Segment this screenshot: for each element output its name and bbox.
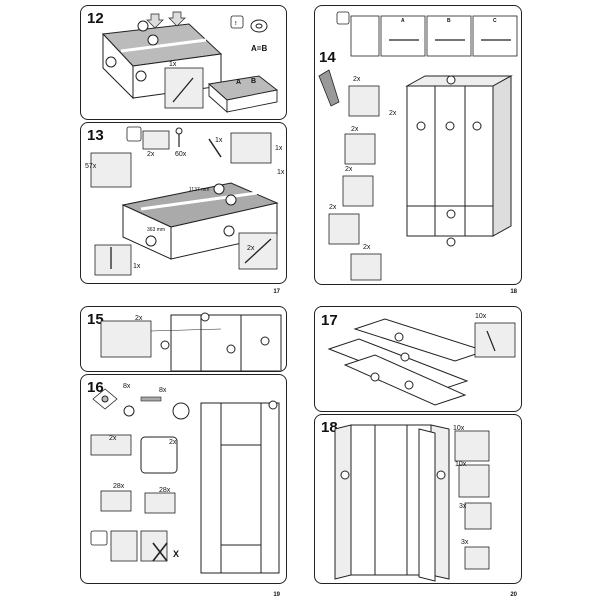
dimension-label: 1137 mm (189, 187, 210, 193)
qty-label: 1x (275, 145, 283, 152)
step-18-illustration (334, 424, 492, 582)
qty-label: 3x (461, 539, 469, 546)
step-16-illustration (90, 388, 280, 574)
qty-label: 57x (85, 163, 97, 170)
step-13-panel: 13 2x 57x 60x 1x 1x 1x (80, 122, 287, 284)
step-number: 13 (87, 127, 104, 144)
point-label-b: B (251, 78, 257, 85)
manual-page-20: 17 10x 18 1 (312, 302, 525, 600)
qty-label: 60x (175, 151, 187, 158)
wrong-mark-label: X (173, 549, 180, 559)
qty-label: 1x (215, 137, 223, 144)
qty-label: 28x (113, 483, 125, 490)
qty-label: 2x (329, 204, 337, 211)
step-number: 17 (321, 312, 338, 329)
qty-label: 2x (363, 244, 371, 251)
qty-label: 1x (133, 263, 141, 270)
step-number: 16 (87, 379, 104, 396)
svg-text:!: ! (235, 21, 237, 27)
qty-label: 1x (169, 61, 177, 68)
qty-label: 2x (109, 435, 117, 442)
step-16-panel: 16 8x 8x 2x 2x 2 (80, 374, 287, 584)
step-15-illustration (100, 312, 282, 371)
manual-page-18: 14 (312, 0, 525, 297)
dimension-label: 363 mm (147, 227, 166, 233)
qty-label: 1x (277, 169, 285, 176)
qty-label: 10x (455, 461, 467, 468)
qty-label: 2x (345, 166, 353, 173)
step-14-illustration (318, 11, 518, 281)
qty-label: 8x (123, 383, 131, 390)
page-number: 20 (510, 592, 517, 598)
step-14-panel: 14 (314, 5, 522, 285)
qty-label: 2x (135, 315, 143, 322)
step-17-illustration (327, 318, 516, 406)
step-13-illustration (90, 126, 279, 276)
step-12-panel: 12 ! 1x A B (80, 5, 287, 120)
page-number: 17 (273, 289, 280, 295)
qty-label: 2x (353, 76, 361, 83)
step-number: 15 (87, 311, 104, 328)
qty-label: 2x (247, 245, 255, 252)
qty-label: 2x (389, 110, 397, 117)
step-17-panel: 17 10x (314, 306, 522, 412)
manual-page-17: 12 ! 1x A B (75, 0, 288, 297)
variant-label-b: B (447, 18, 451, 24)
point-label-a: A (236, 79, 242, 86)
manual-page-19: 15 2x 16 (75, 302, 288, 600)
step-number: 12 (87, 10, 104, 27)
qty-label: 2x (147, 151, 155, 158)
qty-label: 3x (459, 503, 467, 510)
qty-label: 28x (159, 487, 171, 494)
equality-label: A=B (251, 44, 268, 53)
page-number: 18 (510, 289, 517, 295)
variant-label-c: C (493, 18, 497, 24)
step-18-panel: 18 10x 10x 3x 3x (314, 414, 522, 584)
qty-label: 2x (169, 439, 177, 446)
qty-label: 2x (351, 126, 359, 133)
qty-label: 8x (159, 387, 167, 394)
qty-label: 10x (475, 313, 487, 320)
variant-label-a: A (401, 18, 405, 24)
qty-label: 10x (453, 425, 465, 432)
page-number: 19 (273, 592, 280, 598)
step-number: 18 (321, 419, 338, 436)
step-number: 14 (319, 49, 336, 66)
step-15-panel: 15 2x (80, 306, 287, 372)
step-12-illustration: ! (101, 11, 279, 114)
